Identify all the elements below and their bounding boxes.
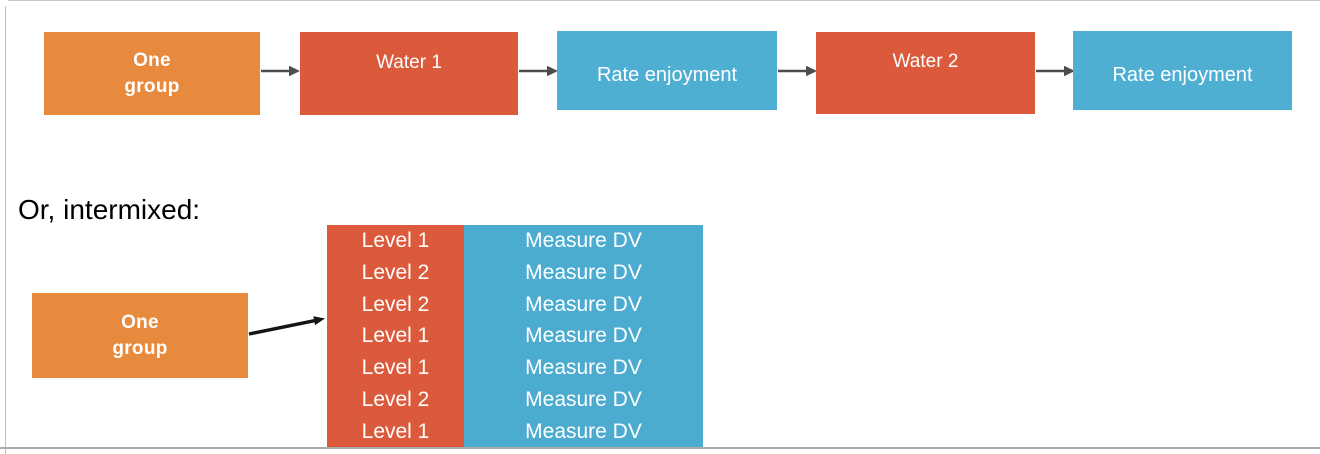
flow-box-rate-enjoyment-1: Rate enjoyment <box>557 31 777 110</box>
one-group-2-line2: group <box>112 337 168 359</box>
table-cell-measure: Measure DV <box>464 320 703 352</box>
rate-enjoyment-1-label: Rate enjoyment <box>596 64 738 86</box>
right-arrow-icon <box>519 65 558 77</box>
table-cell-measure: Measure DV <box>464 351 703 384</box>
diagonal-arrow-icon <box>248 316 325 336</box>
frame-top-border <box>8 0 1320 1</box>
flow-box-rate-enjoyment-2: Rate enjoyment <box>1073 31 1292 110</box>
table-cell-measure: Measure DV <box>464 256 703 289</box>
one-group-line2: group <box>124 75 180 97</box>
right-arrow-icon <box>778 65 817 77</box>
table-cell-level: Level 1 <box>327 225 464 257</box>
table-cell-measure: Measure DV <box>464 383 703 416</box>
table-cell-level: Level 1 <box>327 415 464 447</box>
flow-box-water-2: Water 2 <box>816 32 1035 114</box>
frame-bottom-border <box>0 447 1320 449</box>
table-cell-level: Level 1 <box>327 320 464 352</box>
flow-box-one-group: One group <box>44 32 260 115</box>
table-cell-level: Level 2 <box>327 288 464 321</box>
flow-box-water-1: Water 1 <box>300 32 518 115</box>
one-group-2-label: One group <box>112 310 167 360</box>
one-group-label: One group <box>124 48 179 98</box>
right-arrow-icon <box>261 65 300 77</box>
right-arrow-icon <box>1036 65 1075 77</box>
rate-enjoyment-2-label: Rate enjoyment <box>1112 64 1253 86</box>
water-1-label: Water 1 <box>376 51 442 73</box>
intermixed-table: Level 1 Measure DV Level 2 Measure DV Le… <box>327 225 703 447</box>
table-cell-measure: Measure DV <box>464 415 703 447</box>
table-cell-level: Level 2 <box>327 256 464 289</box>
table-cell-level: Level 1 <box>327 351 464 384</box>
flow-box-one-group-2: One group <box>32 293 248 378</box>
table-cell-measure: Measure DV <box>464 225 703 257</box>
table-cell-measure: Measure DV <box>464 288 703 321</box>
water-2-label: Water 2 <box>892 51 959 72</box>
table-cell-level: Level 2 <box>327 383 464 416</box>
frame-left-border <box>5 6 6 454</box>
one-group-line1: One <box>133 50 171 72</box>
intermixed-heading: Or, intermixed: <box>18 194 201 225</box>
one-group-2-line1: One <box>121 312 159 334</box>
